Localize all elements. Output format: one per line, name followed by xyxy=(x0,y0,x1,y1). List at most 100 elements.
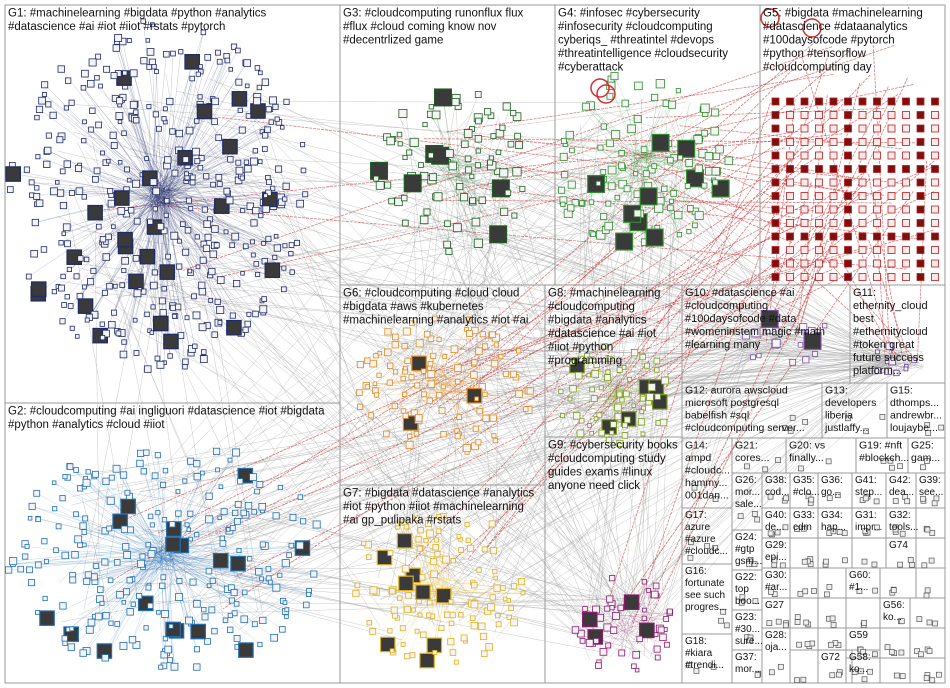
edge xyxy=(164,202,285,246)
edge xyxy=(161,78,193,200)
node xyxy=(211,225,219,233)
node xyxy=(170,231,179,240)
node xyxy=(920,464,926,471)
edge xyxy=(95,149,413,289)
node xyxy=(826,584,833,590)
node xyxy=(126,576,133,584)
edge xyxy=(61,189,169,243)
node xyxy=(858,151,867,160)
node xyxy=(369,586,378,595)
group-label-g5: #python #tensorflow xyxy=(763,48,867,60)
node xyxy=(270,185,276,191)
edge-red xyxy=(637,239,835,644)
edge xyxy=(467,350,821,623)
node xyxy=(408,374,415,381)
node xyxy=(226,527,231,532)
node xyxy=(916,138,925,146)
edge xyxy=(436,356,501,392)
node xyxy=(214,198,230,214)
edge xyxy=(411,365,589,587)
edge xyxy=(67,163,157,205)
node xyxy=(639,622,655,639)
node xyxy=(154,355,161,362)
edge xyxy=(495,360,882,394)
node xyxy=(511,583,518,590)
node xyxy=(137,559,145,568)
node xyxy=(686,229,692,235)
node xyxy=(43,558,49,564)
node xyxy=(27,516,33,521)
node xyxy=(621,365,627,370)
node xyxy=(209,250,218,259)
node xyxy=(126,177,132,183)
node xyxy=(228,67,233,72)
node-layer xyxy=(5,8,945,684)
node xyxy=(902,205,910,214)
node xyxy=(200,29,207,36)
edge xyxy=(612,158,647,171)
node xyxy=(35,154,41,160)
edge xyxy=(623,385,659,423)
edge xyxy=(438,531,443,584)
edge xyxy=(163,546,283,630)
edge xyxy=(81,260,144,583)
edge xyxy=(160,101,258,206)
node xyxy=(275,165,283,173)
group-label-g22: boo... xyxy=(735,596,760,607)
node xyxy=(422,121,428,128)
node xyxy=(762,466,769,473)
edge xyxy=(610,352,635,402)
node xyxy=(516,348,522,354)
edge-red xyxy=(627,160,935,419)
group-label-g58: G58: xyxy=(849,652,871,663)
edge xyxy=(436,582,493,598)
edge xyxy=(61,68,156,191)
node xyxy=(899,673,906,679)
node xyxy=(279,626,286,633)
group-label-g4: #cyberattack xyxy=(558,62,623,74)
node xyxy=(17,565,24,573)
node xyxy=(162,106,168,112)
node xyxy=(189,179,196,186)
edge xyxy=(457,169,461,228)
group-label-g2: #python #analytics #cloud #iiot xyxy=(8,419,165,431)
edge xyxy=(626,166,644,189)
node xyxy=(844,205,852,214)
group-label-g8: #programming xyxy=(548,355,622,367)
node xyxy=(771,557,778,564)
node xyxy=(829,124,838,133)
node xyxy=(800,178,809,187)
node xyxy=(175,129,183,138)
node xyxy=(588,199,595,205)
node xyxy=(296,199,304,208)
node xyxy=(28,179,35,186)
group-label-g11: #token great xyxy=(853,339,914,351)
node xyxy=(887,138,896,146)
edge xyxy=(106,290,158,578)
edge xyxy=(623,384,651,398)
node xyxy=(255,568,263,576)
node xyxy=(800,97,809,106)
node xyxy=(102,329,110,338)
node xyxy=(268,119,274,125)
node xyxy=(73,273,80,280)
node xyxy=(489,414,497,422)
node xyxy=(579,637,586,644)
node xyxy=(800,124,809,133)
node xyxy=(277,572,283,578)
node xyxy=(403,605,411,613)
edge xyxy=(145,252,485,585)
edge xyxy=(647,156,716,183)
node xyxy=(931,192,939,200)
edge xyxy=(113,189,158,313)
node xyxy=(68,99,75,106)
edge xyxy=(451,363,495,378)
node xyxy=(281,265,287,271)
node xyxy=(470,371,478,379)
node xyxy=(26,566,33,574)
edge xyxy=(157,135,266,187)
edge xyxy=(500,198,917,364)
edge xyxy=(130,529,163,552)
node xyxy=(712,152,721,160)
edge xyxy=(165,564,415,605)
